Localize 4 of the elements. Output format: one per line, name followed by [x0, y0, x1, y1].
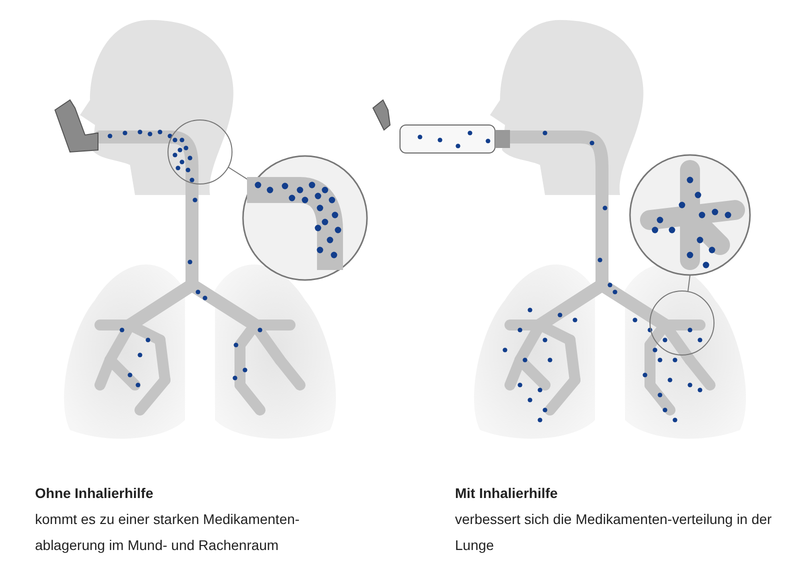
side-heading: Mit Inhalierhilfe — [455, 484, 558, 503]
description-text: verbessert sich die Medikamenten-verteilung in der Lunge — [455, 510, 773, 555]
description-text: kommt es zu einer starken Medikamenten-ablagerung im Mund- und Rachenraum — [35, 510, 301, 555]
side-heading: Ohne Inhalierhilfe — [35, 484, 154, 503]
